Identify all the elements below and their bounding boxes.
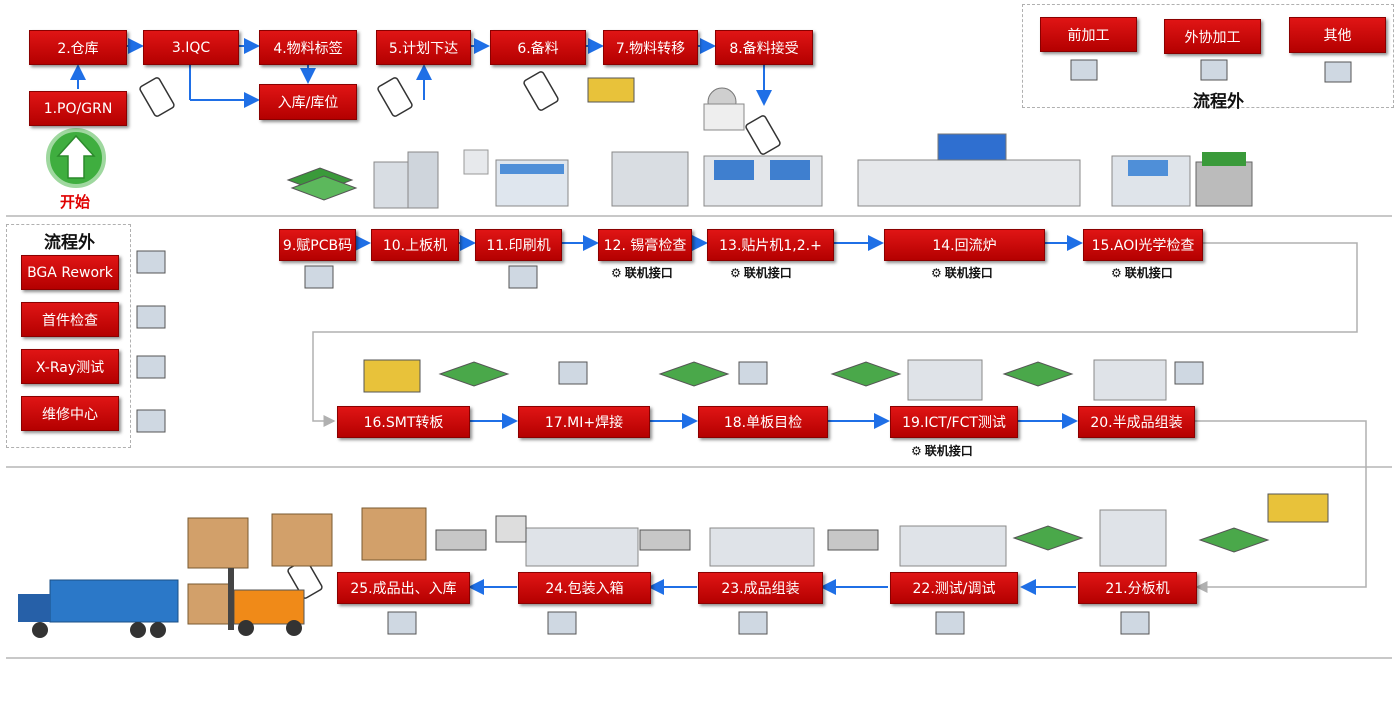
gear-icon: ⚙ [611,265,622,280]
power-supply-icons [435,529,879,551]
agv-cart-icons [363,77,1329,523]
step-8-material-receive[interactable]: 8.备料接受 [715,30,813,65]
band-separator-2 [6,466,1392,468]
forklift-icon [228,568,305,636]
smt-line-icon [373,133,1253,209]
step-7-material-transfer[interactable]: 7.物料转移 [603,30,698,65]
step-4b-stock-location[interactable]: 入库/库位 [259,84,357,120]
interface-label: 联机接口 [944,266,993,280]
step-19-ict-fct[interactable]: 19.ICT/FCT测试 [890,406,1018,438]
interface-label: 联机接口 [743,266,792,280]
label-printer-icon [495,515,527,543]
pcb-board-icons [438,361,1270,553]
outside-bga-rework[interactable]: BGA Rework [21,255,119,290]
step-2-warehouse[interactable]: 2.仓库 [29,30,127,65]
outside-outsourcing[interactable]: 外协加工 [1164,19,1261,54]
left-outside-title: 流程外 [44,233,95,253]
step-9-pcb-code[interactable]: 9.赋PCB码 [279,229,356,261]
band-separator-1 [6,215,1392,217]
top-outside-panel [1022,4,1394,108]
start-label: 开始 [60,193,91,211]
interface-label: 联机接口 [1124,266,1173,280]
step-4-material-label[interactable]: 4.物料标签 [259,30,357,65]
step-13-placement[interactable]: 13.贴片机1,2.+ [707,229,834,261]
gear-icon: ⚙ [931,265,942,280]
step-20-semi-assembly[interactable]: 20.半成品组装 [1078,406,1195,438]
left-outside-panel [6,224,131,448]
step-5-plan-release[interactable]: 5.计划下达 [376,30,471,65]
step-10-loader[interactable]: 10.上板机 [371,229,459,261]
truck-icon [18,579,179,638]
start-arrow-icon [46,128,106,188]
online-interface-14: ⚙联机接口 [931,264,993,281]
step-11-printer[interactable]: 11.印刷机 [475,229,562,261]
carton-icons [187,507,427,625]
pcb-stack-icon [286,167,358,201]
step-22-test-debug[interactable]: 22.测试/调试 [890,572,1018,604]
top-outside-title: 流程外 [1193,92,1244,112]
step-16-smt-transfer[interactable]: 16.SMT转板 [337,406,470,438]
gear-icon: ⚙ [911,443,922,458]
outside-repair-center[interactable]: 维修中心 [21,396,119,431]
step-25-shipping[interactable]: 25.成品出、入库 [337,572,470,604]
outside-xray-test[interactable]: X-Ray测试 [21,349,119,384]
outside-preprocessing[interactable]: 前加工 [1040,17,1137,52]
test-machine-icons [525,359,1167,567]
band-separator-3 [6,657,1392,659]
step-23-final-assembly[interactable]: 23.成品组装 [698,572,823,604]
step-18-visual-inspection[interactable]: 18.单板目检 [698,406,828,438]
online-interface-19: ⚙联机接口 [911,442,973,459]
gear-icon: ⚙ [730,265,741,280]
handheld-scanner-icons [139,71,781,599]
outside-first-article[interactable]: 首件检查 [21,302,119,337]
step-12-spi[interactable]: 12. 锡膏检查 [598,229,692,261]
step-21-depaneling[interactable]: 21.分板机 [1078,572,1197,604]
outside-other[interactable]: 其他 [1289,17,1386,53]
step-1-po-grn[interactable]: 1.PO/GRN [29,91,127,126]
interface-label: 联机接口 [924,444,973,458]
reel-icon [703,87,745,131]
computer-terminal-icons [136,59,1352,635]
gear-icon: ⚙ [1111,265,1122,280]
step-3-iqc[interactable]: 3.IQC [143,30,239,65]
step-24-packing[interactable]: 24.包装入箱 [518,572,651,604]
online-interface-15: ⚙联机接口 [1111,264,1173,281]
online-interface-12: ⚙联机接口 [611,264,673,281]
step-6-material-prep[interactable]: 6.备料 [490,30,586,65]
step-14-reflow[interactable]: 14.回流炉 [884,229,1045,261]
online-interface-13: ⚙联机接口 [730,264,792,281]
step-17-mi-solder[interactable]: 17.MI+焊接 [518,406,650,438]
step-15-aoi[interactable]: 15.AOI光学检查 [1083,229,1203,261]
interface-label: 联机接口 [624,266,673,280]
